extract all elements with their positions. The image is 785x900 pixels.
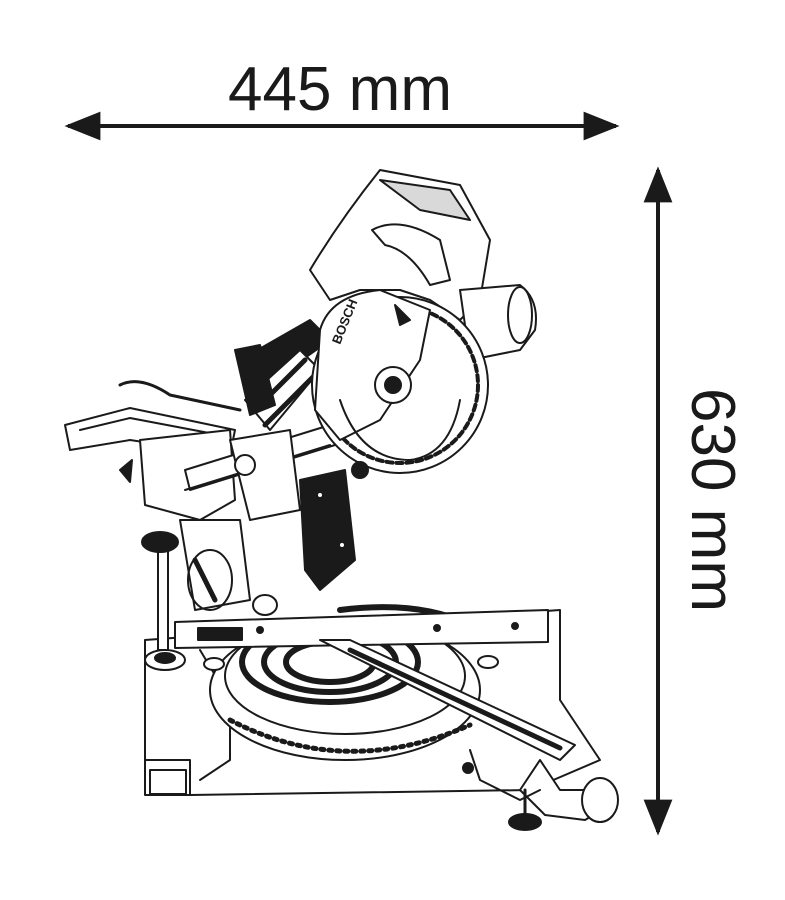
- height-dimension: 630 mm: [643, 166, 747, 836]
- hold-down-clamp: [141, 531, 186, 671]
- miter-saw-illustration: BOSCH: [64, 169, 619, 831]
- turntable-arm: [319, 639, 619, 831]
- rotation-direction-arrow-icon: [394, 304, 411, 326]
- width-label: 445 mm: [228, 55, 452, 124]
- height-label: 630 mm: [678, 388, 747, 612]
- width-dimension: 445 mm: [64, 55, 620, 141]
- saw-head: BOSCH: [239, 169, 537, 479]
- pivot-bracket: [229, 344, 356, 591]
- fence: [174, 609, 549, 649]
